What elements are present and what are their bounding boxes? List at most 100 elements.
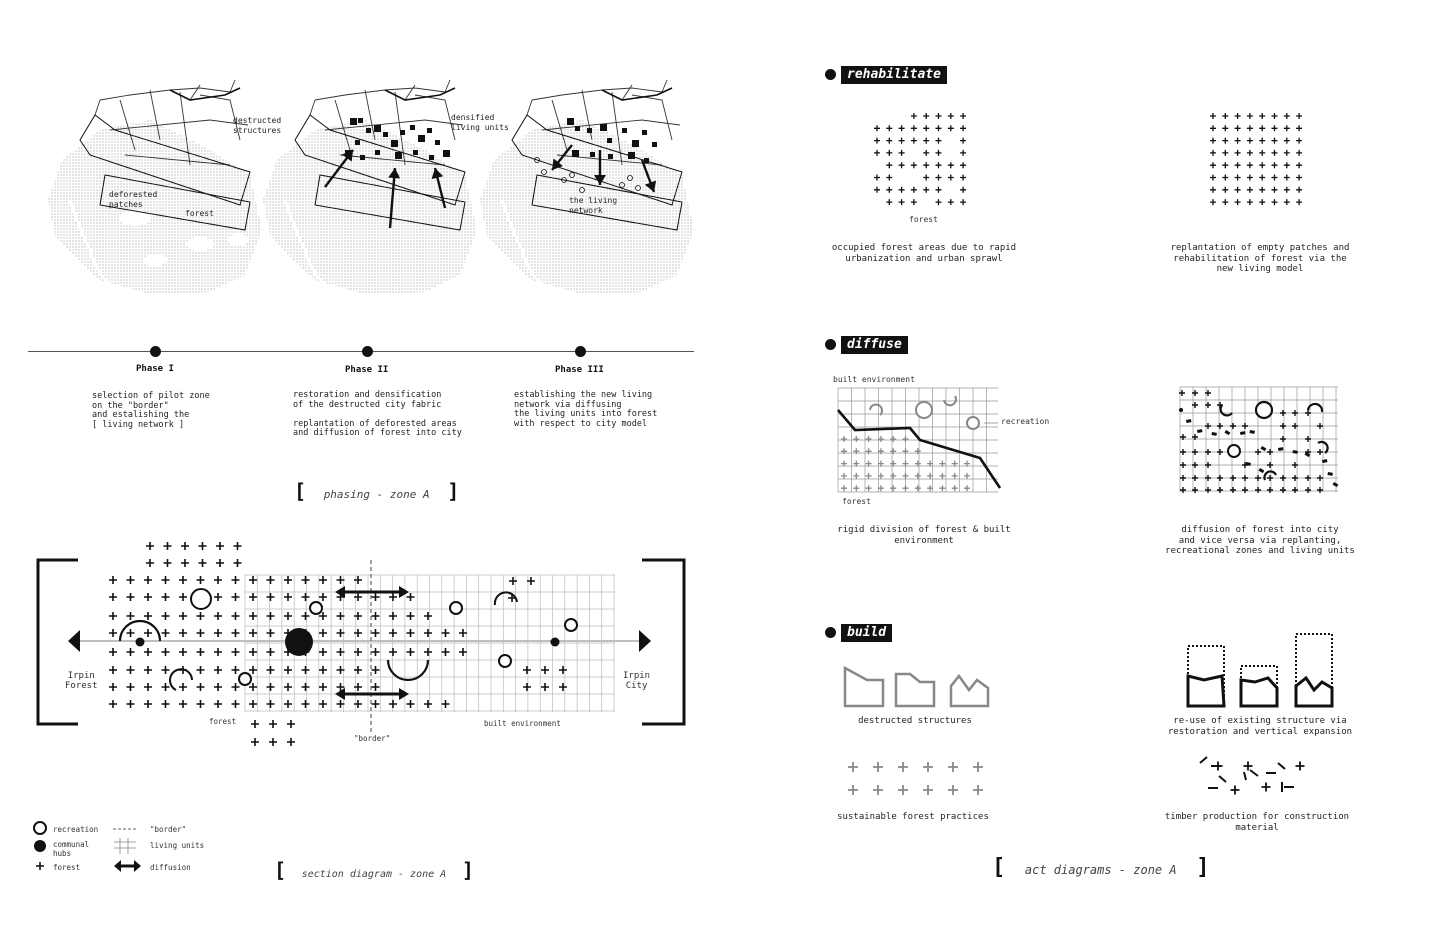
street	[309, 99, 316, 116]
forest-plus	[231, 593, 240, 601]
forest-plus	[1234, 186, 1241, 193]
forest-plus	[266, 593, 275, 601]
forest-plus	[371, 593, 380, 601]
forest-plus	[902, 472, 909, 479]
forest-plus	[214, 666, 222, 674]
recreation-arc	[1219, 404, 1233, 417]
densify-arrow-head	[431, 168, 444, 180]
recreation-arc	[169, 668, 193, 691]
forest-plus	[249, 648, 257, 656]
forest-plus	[216, 542, 224, 550]
forest-plus	[1234, 125, 1241, 132]
phase-map-1	[48, 79, 262, 294]
forest-plus	[886, 199, 893, 206]
recreation-icon	[966, 416, 980, 430]
forest-plus	[1180, 434, 1186, 440]
phase-2-desc: restoration and densification of the des…	[293, 390, 462, 439]
forest-plus	[284, 700, 292, 708]
section-forest-label: forest	[209, 717, 237, 726]
forest-plus	[441, 700, 450, 708]
forest-plus	[266, 683, 275, 691]
build-caption-3: sustainable forest practices	[837, 812, 989, 822]
forest-plus	[935, 149, 942, 156]
zone-boundary	[79, 114, 251, 206]
street	[149, 89, 161, 141]
forest-plus	[284, 612, 292, 620]
forest-plus	[371, 683, 380, 691]
forest-plus	[1217, 449, 1223, 455]
diffuse-left-caption: rigid division of forest & built environ…	[837, 525, 1011, 546]
forest-plus	[853, 448, 860, 455]
forest-plus	[1271, 162, 1278, 169]
forest-plus	[214, 593, 222, 601]
forest-plus	[1246, 137, 1253, 144]
living-unit	[355, 140, 360, 145]
forest-plus	[196, 648, 205, 656]
street	[661, 79, 668, 93]
forest-plus	[109, 593, 117, 601]
forest-plus	[935, 125, 942, 132]
living-unit	[590, 152, 595, 157]
forest-plus	[1222, 137, 1229, 144]
right-end-arrow	[639, 630, 651, 652]
forest-plus	[1271, 199, 1278, 206]
forest-plus	[1180, 487, 1186, 493]
forest-plus	[1205, 423, 1211, 429]
forest-plus	[126, 683, 135, 691]
recreation-icon	[33, 821, 47, 835]
street	[189, 84, 201, 101]
forest-plus	[935, 137, 942, 144]
diffusion-arrow-head	[335, 688, 345, 700]
forest-plus	[923, 137, 930, 144]
forest-plus	[874, 149, 880, 156]
forest-plus	[214, 683, 222, 691]
forest-plus	[1271, 186, 1278, 193]
forest-plus	[1283, 137, 1290, 144]
forest-plus	[319, 629, 327, 637]
living-unit	[567, 118, 574, 125]
forest-plus	[1292, 487, 1298, 493]
forest-plus	[196, 576, 205, 584]
map-label-forest: forest	[185, 209, 214, 218]
forest-plus	[319, 700, 327, 708]
forest-plus	[284, 593, 292, 601]
living-unit	[608, 154, 613, 159]
forest-plus	[144, 700, 152, 708]
living-unit	[1258, 468, 1265, 474]
recreation-icon	[564, 618, 578, 632]
forest-plus	[1192, 390, 1198, 396]
forest-plus	[1296, 162, 1303, 169]
build-caption-4: timber production for construction mater…	[1164, 812, 1350, 833]
forest-plus	[890, 460, 897, 467]
forest-plus	[231, 629, 240, 637]
forest-plus	[109, 666, 117, 674]
forest-plus	[126, 612, 135, 620]
forest-plus	[231, 683, 240, 691]
forest-plus	[216, 559, 224, 567]
forest-plus	[523, 683, 531, 691]
forest-plus	[1259, 125, 1266, 132]
diffuse-recreation-label: recreation	[1001, 417, 1050, 426]
diffusion-arrow-head	[335, 586, 345, 598]
build-dot	[825, 627, 836, 638]
recreation-icon	[1254, 400, 1274, 420]
forest-plus	[960, 149, 967, 156]
forest-plus	[371, 648, 380, 656]
forest-plus	[1271, 113, 1278, 119]
communal-hub-icon	[34, 840, 46, 852]
forest-plus	[179, 700, 187, 708]
forest-plus	[1259, 186, 1266, 193]
forest-plus	[196, 629, 205, 637]
forest-plus	[179, 612, 187, 620]
forest-plus	[109, 700, 117, 708]
recreation-icon	[449, 601, 463, 615]
forest-plus	[144, 666, 152, 674]
phase-3-label: Phase III	[555, 365, 604, 375]
forest-plus	[301, 683, 310, 691]
forest-plus	[266, 700, 275, 708]
forest-plus	[898, 162, 905, 169]
street	[119, 99, 136, 151]
